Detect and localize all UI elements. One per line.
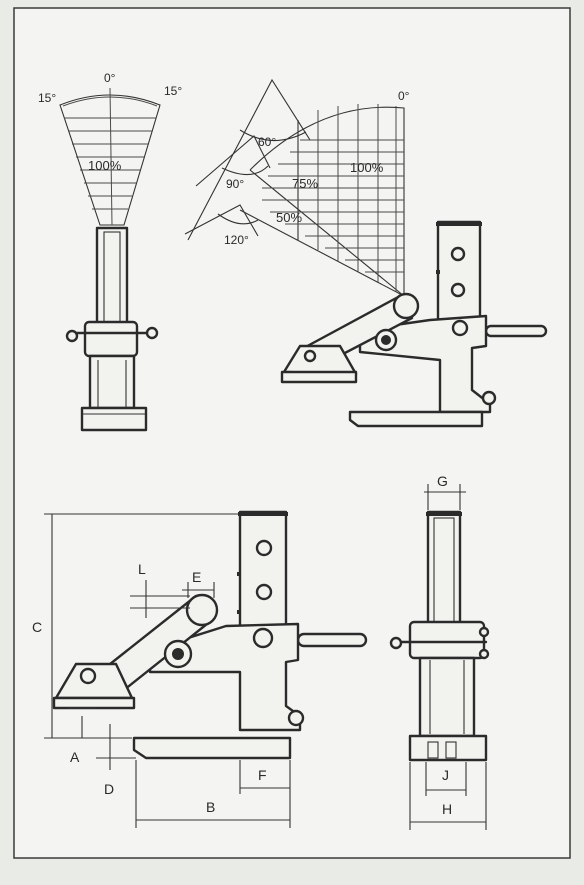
angle-label-center: 0°	[104, 71, 116, 85]
dim-label-l: L	[138, 561, 146, 577]
load-label-75: 75%	[292, 176, 318, 191]
dim-label-d: D	[104, 781, 114, 797]
angle-label-90: 90°	[226, 177, 244, 191]
dimensioned-side-view: C A D B F L E	[32, 510, 368, 828]
angle-label-right: 15°	[164, 84, 182, 98]
dim-label-f: F	[258, 767, 267, 783]
angle-label-left: 15°	[38, 91, 56, 105]
load-percent-label: 100%	[88, 158, 122, 173]
front-view-load-fan: 15° 0° 15° 100%	[38, 71, 182, 432]
dim-label-c: C	[32, 619, 42, 635]
dim-label-e: E	[192, 569, 201, 585]
dim-label-a: A	[70, 749, 80, 765]
angle-label-120: 120°	[224, 233, 249, 247]
side-view-load-zones: 0° 60° 90° 120° 100% 75% 50%	[184, 78, 548, 428]
load-label-100: 100%	[350, 160, 384, 175]
dim-label-j: J	[442, 767, 449, 783]
dim-label-g: G	[437, 473, 448, 489]
dimensioned-front-view: G J H	[389, 473, 490, 830]
load-label-50: 50%	[276, 210, 302, 225]
dim-label-b: B	[206, 799, 215, 815]
dim-label-h: H	[442, 801, 452, 817]
angle-label-60: 60°	[258, 135, 276, 149]
angle-label-0: 0°	[398, 89, 410, 103]
